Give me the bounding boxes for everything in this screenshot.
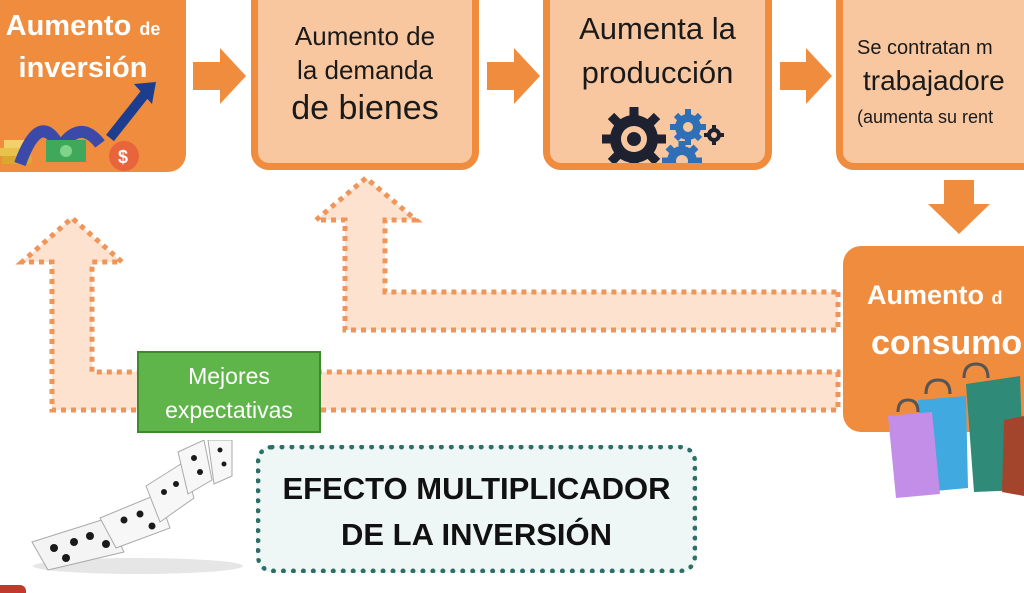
expectations-line1: Mejores bbox=[188, 363, 270, 389]
production-line1: Aumenta la bbox=[579, 11, 736, 46]
better-expectations-label: Mejores expectativas bbox=[137, 351, 321, 433]
investment-growth-icon: $ bbox=[0, 82, 156, 171]
demand-line3: de bienes bbox=[291, 89, 439, 127]
investment-line1-small: de bbox=[139, 19, 161, 39]
arrow-production-to-workers bbox=[780, 48, 832, 104]
box-production-increase: Aumenta la producción bbox=[543, 0, 772, 170]
title-line1: EFECTO MULTIPLICADOR bbox=[282, 471, 671, 506]
corner-mark bbox=[0, 585, 26, 593]
arrow-workers-to-consumption bbox=[928, 180, 990, 234]
arrow-investment-to-demand bbox=[193, 48, 246, 104]
falling-dominoes-illustration bbox=[28, 440, 250, 574]
svg-text:$: $ bbox=[118, 147, 128, 167]
consumption-line2: consumo bbox=[871, 324, 1023, 362]
workers-line1: Se contratan m bbox=[857, 37, 993, 59]
consumption-line1-main: Aumento bbox=[867, 280, 984, 310]
feedback-arrow-to-demand bbox=[309, 174, 841, 333]
arrow-demand-to-production bbox=[487, 48, 540, 104]
box-investment-increase: Aumento de inversión $ bbox=[0, 0, 186, 172]
gears-icon bbox=[602, 107, 724, 163]
box-demand-increase: Aumento de la demanda de bienes bbox=[251, 0, 479, 170]
box-workers-hired: Se contratan m trabajadore (aumenta su r… bbox=[836, 0, 1024, 170]
title-line2: DE LA INVERSIÓN bbox=[341, 517, 612, 552]
workers-line3: (aumenta su rent bbox=[857, 107, 994, 127]
diagram-title-box: EFECTO MULTIPLICADOR DE LA INVERSIÓN bbox=[256, 445, 697, 573]
shopping-bags-icon bbox=[888, 362, 1024, 498]
consumption-line1-small: d bbox=[991, 288, 1003, 308]
demand-line1: Aumento de bbox=[294, 21, 436, 51]
demand-line2: la demanda bbox=[297, 55, 433, 85]
production-line2: producción bbox=[581, 55, 734, 90]
expectations-line2: expectativas bbox=[165, 397, 293, 423]
investment-line1-main: Aumento bbox=[5, 10, 132, 42]
investment-line2: inversión bbox=[18, 52, 148, 84]
feedback-arrow-to-investment bbox=[15, 214, 841, 413]
workers-line2: trabajadore bbox=[863, 65, 1005, 96]
